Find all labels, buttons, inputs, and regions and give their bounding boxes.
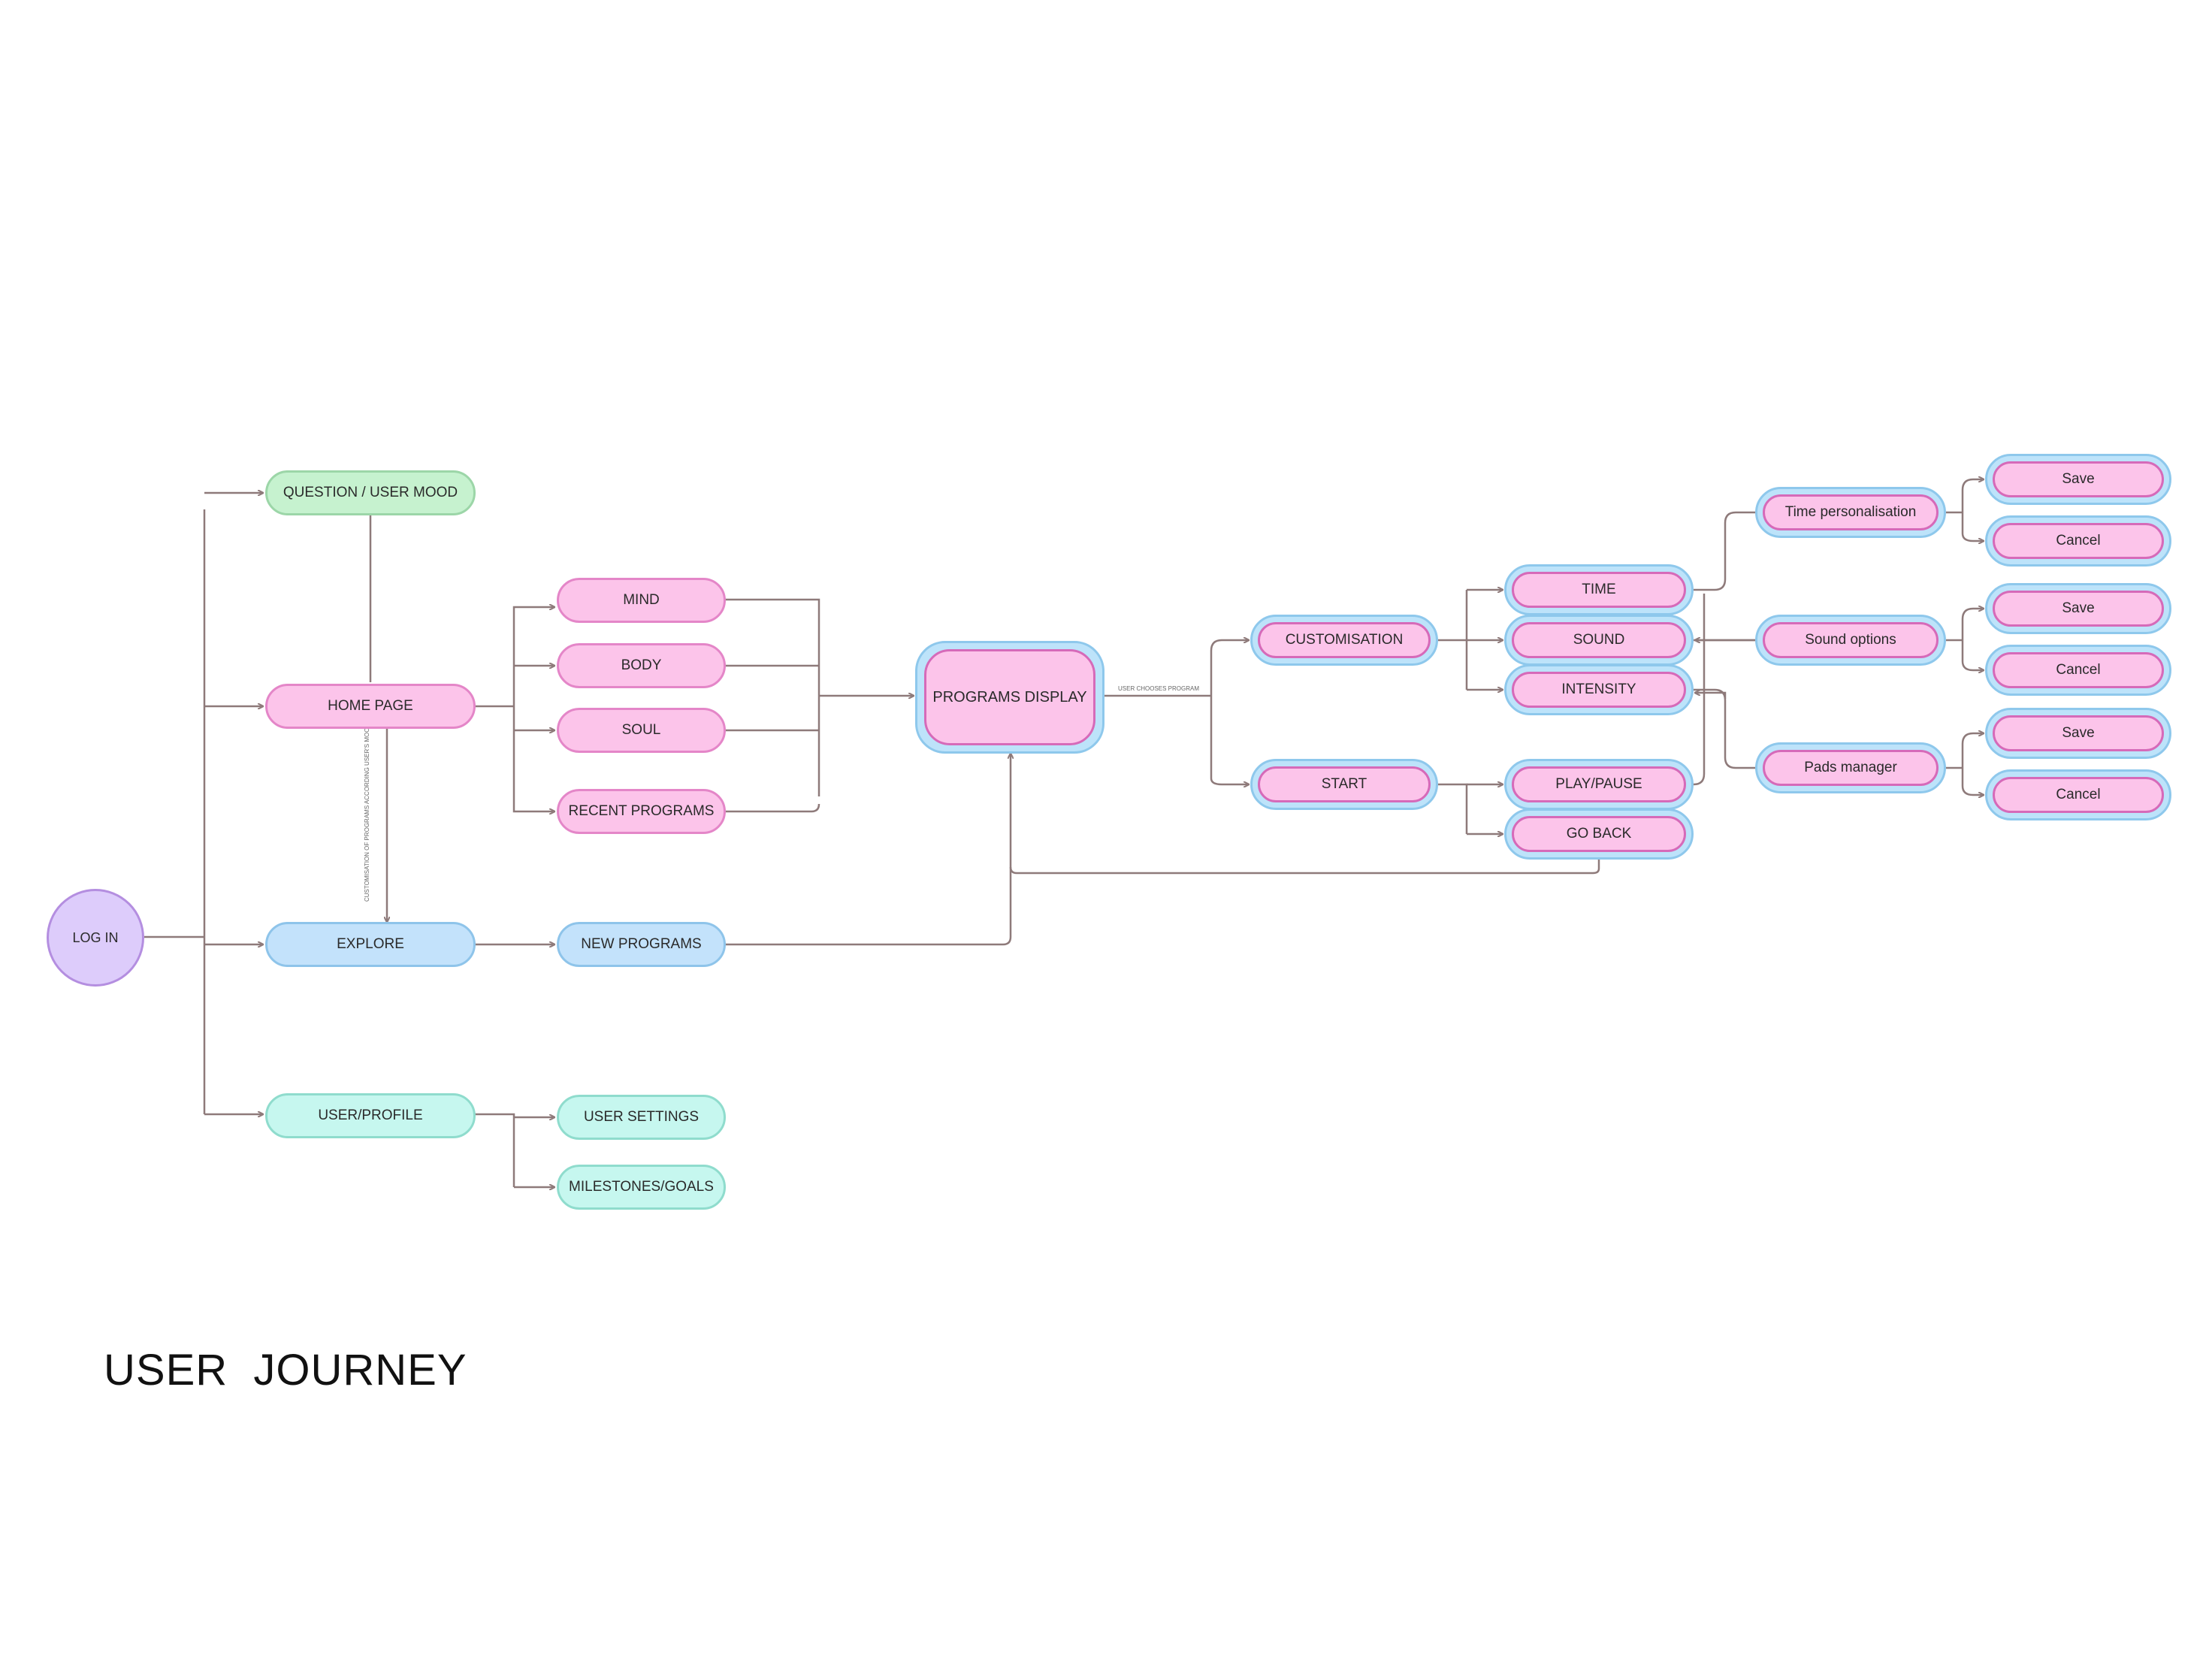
edge-to-start — [1210, 778, 1249, 784]
node-new-programs: NEW PROGRAMS — [557, 922, 726, 967]
node-time: TIME — [1512, 572, 1686, 608]
node-sound-options: Sound options — [1763, 622, 1939, 658]
edge-mind-merge — [725, 598, 820, 796]
edge-label-customisation-mood: CUSTOMISATION OF PROGRAMS ACCORDING USER… — [364, 723, 370, 902]
node-time-cancel: Cancel — [1993, 523, 2164, 559]
edge-label-user-chooses-program: USER CHOOSES PROGRAM — [1118, 685, 1200, 692]
edge-pm-save — [1961, 733, 1984, 745]
node-go-back: GO BACK — [1512, 816, 1686, 852]
edge-to-customisation — [1210, 640, 1249, 651]
node-mind: MIND — [557, 578, 726, 623]
node-pads-save: Save — [1993, 715, 2164, 751]
node-question-mood: QUESTION / USER MOOD — [265, 470, 476, 515]
node-body: BODY — [557, 643, 726, 688]
node-pads-manager: Pads manager — [1763, 750, 1939, 786]
edge-tp-save — [1961, 479, 1984, 491]
node-user-settings: USER SETTINGS — [557, 1095, 726, 1140]
edge-to-pads — [1694, 688, 1761, 768]
node-soul: SOUL — [557, 708, 726, 753]
node-time-personalisation: Time personalisation — [1763, 494, 1939, 530]
node-programs-display: PROGRAMS DISPLAY — [924, 649, 1095, 745]
node-recent-programs: RECENT PROGRAMS — [557, 789, 726, 834]
node-sound-cancel: Cancel — [1993, 652, 2164, 688]
node-milestones-goals: MILESTONES/GOALS — [557, 1165, 726, 1210]
page-title: USER JOURNEY — [104, 1346, 467, 1395]
edge-pm-cancel — [1961, 785, 1984, 795]
edge-intensity-back — [1695, 693, 1727, 699]
node-sound-save: Save — [1993, 591, 2164, 627]
node-pads-cancel: Cancel — [1993, 777, 2164, 813]
edge-start-bus — [1437, 783, 1468, 834]
node-intensity: INTENSITY — [1512, 672, 1686, 708]
node-home-page: HOME PAGE — [265, 684, 476, 729]
edge-to-mind — [512, 607, 555, 616]
edge-tp-cancel — [1961, 533, 1984, 541]
edge-play-up — [1693, 594, 1706, 786]
node-customisation: CUSTOMISATION — [1258, 622, 1431, 658]
edge-new-programs — [725, 754, 1011, 946]
node-play-pause: PLAY/PAUSE — [1512, 766, 1686, 802]
edge-recent-merge — [725, 803, 820, 813]
edge-so-cancel — [1961, 660, 1984, 670]
node-user-profile: USER/PROFILE — [265, 1093, 476, 1138]
node-time-save: Save — [1993, 461, 2164, 497]
edge-goback-return — [1009, 857, 1600, 875]
node-explore: EXPLORE — [265, 922, 476, 967]
node-start: START — [1258, 766, 1431, 802]
node-sound: SOUND — [1512, 622, 1686, 658]
edge-profile-bus — [473, 1113, 515, 1187]
node-login: LOG IN — [47, 889, 144, 987]
edge-to-recent — [512, 796, 555, 811]
edge-to-time-personalisation — [1694, 512, 1761, 591]
edge-so-save — [1961, 609, 1984, 620]
